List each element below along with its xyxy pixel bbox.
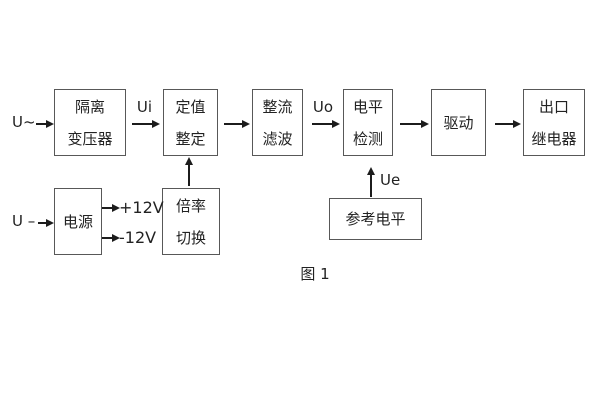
block-output-relay-line1: 出口 xyxy=(538,97,569,116)
block-power-supply: 电源 xyxy=(54,188,102,255)
block-ratio-switch-line1: 倍率 xyxy=(175,196,206,215)
arrow-setting-to-rectifier xyxy=(224,120,250,127)
block-setting-adjust-line2: 整定 xyxy=(175,129,206,148)
block-power-supply-line1: 电源 xyxy=(62,212,93,231)
minus-12v-label: -12V xyxy=(119,228,157,247)
block-rectifier-filter-line1: 整流 xyxy=(262,97,293,116)
arrow-dc-input xyxy=(38,219,54,226)
block-rectifier-filter: 整流 滤波 xyxy=(252,89,303,156)
arrow-detect-to-driver xyxy=(400,120,429,127)
arrow-ui xyxy=(132,120,160,127)
block-isolation-transformer-line1: 隔离 xyxy=(74,97,105,116)
arrow-minus-12v xyxy=(102,234,120,241)
arrow-driver-to-relay xyxy=(495,120,521,127)
plus-12v-label: +12V xyxy=(119,198,164,217)
block-rectifier-filter-line2: 滤波 xyxy=(262,129,293,148)
block-output-relay: 出口 继电器 xyxy=(523,89,585,156)
arrow-uo xyxy=(312,120,340,127)
block-level-detect: 电平 检测 xyxy=(343,89,393,156)
block-driver: 驱动 xyxy=(431,89,486,156)
block-reference-level: 参考电平 xyxy=(329,198,422,240)
block-setting-adjust-line1: 定值 xyxy=(175,97,206,116)
signal-uo-label: Uo xyxy=(312,98,334,116)
arrow-ue-reference-to-detect xyxy=(367,167,374,197)
arrow-plus-12v xyxy=(102,204,120,211)
block-output-relay-line2: 继电器 xyxy=(531,129,577,148)
ac-input-label: U~ xyxy=(12,113,36,131)
block-ratio-switch-line2: 切换 xyxy=(175,228,206,247)
block-ratio-switch: 倍率 切换 xyxy=(162,188,220,255)
block-isolation-transformer-line2: 变压器 xyxy=(67,129,113,148)
figure-caption: 图 1 xyxy=(300,265,330,283)
dc-input-label: U – xyxy=(12,212,36,230)
block-level-detect-line1: 电平 xyxy=(352,97,383,116)
signal-ui-label: Ui xyxy=(136,98,153,116)
signal-ue-label: Ue xyxy=(380,171,401,189)
arrow-ratio-to-setting xyxy=(185,157,192,186)
block-isolation-transformer: 隔离 变压器 xyxy=(54,89,126,156)
block-setting-adjust: 定值 整定 xyxy=(163,89,218,156)
block-level-detect-line2: 检测 xyxy=(352,129,383,148)
block-driver-line1: 驱动 xyxy=(443,113,474,132)
block-reference-level-line1: 参考电平 xyxy=(345,210,406,228)
arrow-ac-input xyxy=(36,120,54,127)
